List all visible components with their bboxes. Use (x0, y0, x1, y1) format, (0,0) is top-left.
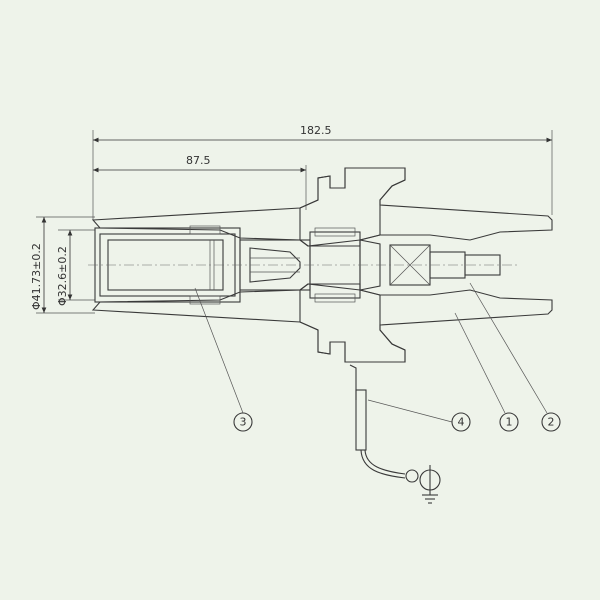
svg-text:1: 1 (506, 416, 513, 429)
housing-body (91, 167, 553, 363)
svg-text:4: 4 (458, 416, 465, 429)
callout-2: 2 (541, 412, 561, 432)
callout-1: 1 (499, 412, 519, 432)
dimension-inner-diameter-label: Φ32.6±0.2 (56, 246, 69, 306)
dimension-overall-length: 182.5 (92, 124, 553, 220)
dimension-inner-length-label: 87.5 (186, 154, 211, 167)
svg-text:3: 3 (240, 416, 247, 429)
ground-wire (349, 364, 441, 504)
svg-text:2: 2 (548, 416, 555, 429)
dimension-outer-diameter: Φ41.73±0.2 (30, 216, 95, 314)
dimension-inner-length: 87.5 (93, 154, 307, 210)
callout-leaders (194, 282, 548, 423)
callout-3: 3 (233, 412, 253, 432)
callout-4: 4 (451, 412, 471, 432)
dimension-overall-length-label: 182.5 (300, 124, 332, 137)
dimension-outer-diameter-label: Φ41.73±0.2 (30, 243, 43, 310)
dimension-inner-diameter: Φ32.6±0.2 (56, 229, 95, 306)
